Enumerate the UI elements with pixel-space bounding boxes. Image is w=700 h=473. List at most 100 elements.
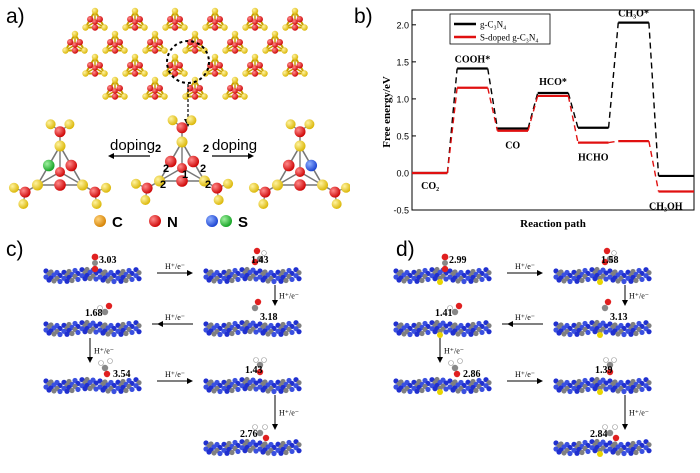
carbon-atom (242, 70, 249, 77)
step-label: H⁺/e⁻ (165, 313, 185, 322)
nitrogen-atom (253, 386, 259, 392)
adsorbate (252, 424, 270, 442)
nitrogen-atom (425, 329, 431, 336)
carbon-atom (211, 450, 217, 456)
adsorbate-atom (256, 255, 264, 263)
nitrogen-atom (96, 16, 103, 23)
nitrogen-atom (76, 39, 83, 46)
carbon-atom (261, 24, 268, 31)
nitrogen-atom (329, 186, 341, 198)
nitrogen-atom (176, 175, 188, 187)
transition-line (608, 140, 619, 144)
nitrogen-atom (646, 386, 652, 392)
carbon-atom (271, 179, 283, 191)
nitrogen-atom (171, 70, 179, 77)
carbon-atom (211, 388, 217, 394)
step-label-co: CO (505, 141, 520, 152)
step-arrowhead (507, 321, 513, 327)
carbon-atom (248, 182, 259, 193)
nitrogen-atom (621, 388, 627, 395)
y-tick-label: 0.0 (396, 168, 409, 178)
nitrogen-atom (151, 93, 159, 100)
bond-distance: 3.13 (610, 312, 628, 323)
step-label-ch3o*: CH₃O* (618, 9, 649, 20)
nitrogen-atom (82, 329, 88, 335)
carbon-atom (473, 330, 479, 337)
adsorbate-atom (447, 305, 453, 311)
nitrogen-atom (116, 39, 123, 46)
nitrogen-atom (567, 450, 573, 457)
nitrogen-atom (19, 186, 31, 198)
nitrogen-atom (574, 331, 580, 337)
carbon-atom (51, 331, 57, 337)
carbon-atom (69, 277, 75, 284)
nitrogen-atom (271, 450, 277, 457)
adsorbate-atom (611, 250, 617, 256)
carbon-atom (162, 24, 169, 31)
sulfur-atom (437, 332, 443, 338)
nitrogen-atom (107, 39, 114, 46)
nitrogen-atom (479, 386, 485, 393)
nitrogen-atom (276, 39, 283, 46)
nitrogen-atom (443, 329, 449, 335)
nitrogen-atom (211, 24, 219, 31)
carbon-atom (304, 119, 315, 130)
nitrogen-atom (621, 331, 627, 338)
carbon-atom (579, 387, 585, 394)
unit-atoms (8, 119, 112, 210)
nitrogen-atom (621, 450, 627, 457)
nitrogen-atom (87, 16, 94, 23)
nitrogen-atom (187, 85, 194, 92)
nitrogen-atom (232, 88, 238, 94)
carbon-atom (176, 136, 188, 148)
step-label: H⁺/e⁻ (629, 409, 649, 418)
carbon-atom (561, 450, 567, 456)
carbon-atom (265, 331, 271, 337)
transition-line (527, 95, 539, 131)
sulfur-atom (597, 451, 603, 457)
transition-line (487, 87, 499, 131)
carbon-atom (142, 47, 149, 54)
bond-distance: 1.58 (601, 255, 619, 266)
nitrogen-atom (64, 278, 70, 284)
nitrogen-atom (127, 16, 134, 23)
carbon-atom (455, 278, 461, 284)
legend-entry: g-C₃N₄ (480, 20, 506, 30)
nitrogen-atom (468, 388, 474, 394)
nitrogen-atom (212, 65, 218, 71)
nitrogen-atom (251, 24, 259, 31)
carbon-atom (191, 30, 199, 38)
bond-distance: 2.86 (463, 369, 481, 380)
nitrogen-atom (111, 331, 117, 338)
nitrogen-atom (217, 331, 223, 338)
carbon-atom (141, 70, 148, 77)
legend-box (449, 13, 551, 45)
nitrogen-atom (567, 278, 573, 285)
nitrogen-atom (486, 276, 492, 282)
nitrogen-atom (212, 19, 218, 25)
nitrogen-atom (227, 39, 234, 46)
transition-line (446, 68, 458, 174)
adsorbate-atom (611, 357, 617, 363)
cn-slab (203, 319, 302, 338)
nitrogen-atom (407, 331, 413, 338)
carbon-atom (401, 331, 407, 337)
nitrogen-atom (231, 47, 239, 54)
sheet-atoms (62, 7, 308, 100)
carbon-atom (301, 70, 308, 77)
carbon-atom (131, 53, 139, 61)
carbon-atom (54, 140, 66, 152)
nitrogen-atom (296, 276, 302, 282)
nitrogen-atom (206, 449, 212, 455)
step-arrowhead (622, 424, 628, 430)
carbon-atom (62, 47, 69, 54)
nitrogen-atom (414, 331, 420, 337)
carbon-atom (331, 199, 342, 210)
nitrogen-atom (164, 155, 177, 168)
nitrogen-atom (242, 276, 248, 282)
nitrogen-atom (252, 19, 258, 25)
carbon-atom (473, 277, 479, 284)
nitrogen-atom (443, 276, 449, 282)
